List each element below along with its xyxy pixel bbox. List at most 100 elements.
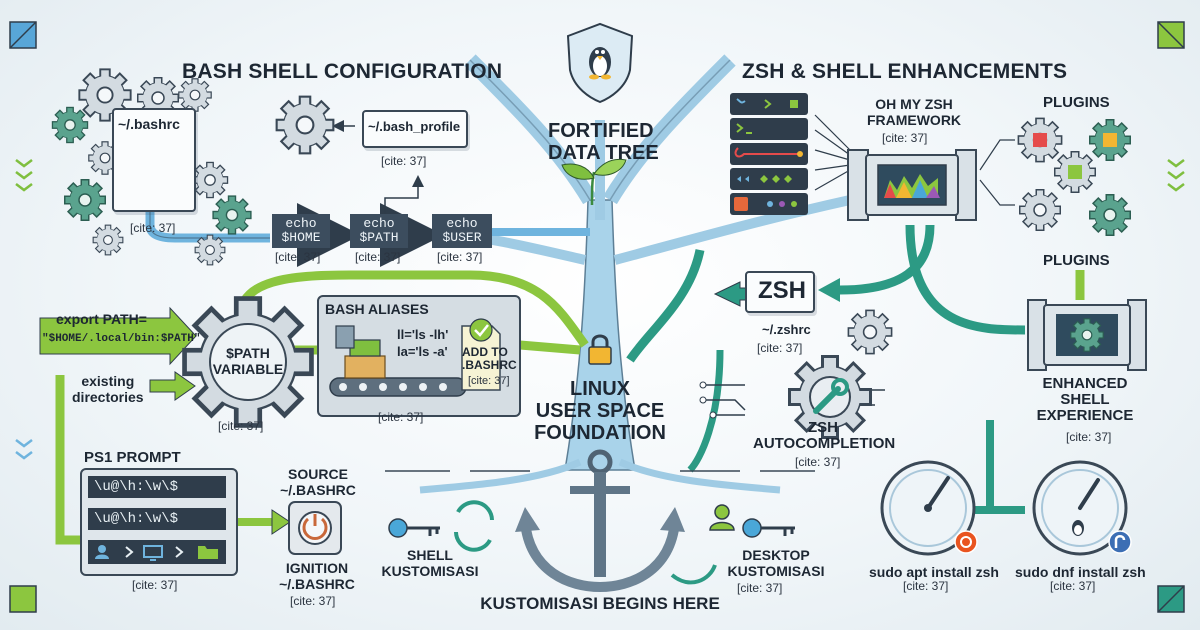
path-var-line1: $PATH [226, 345, 270, 361]
path-var-line2: VARIABLE [212, 361, 284, 377]
add-to-line2: .BASHRC [462, 358, 517, 372]
enhanced-shell-machine [1027, 299, 1147, 371]
cite-ps1: [cite: 37] [132, 578, 178, 592]
fortified-line2: DATA TREE [548, 142, 659, 164]
add-to-line1: ADD TO [462, 345, 508, 359]
foundation-title: LINUX USER SPACE FOUNDATION [520, 378, 680, 444]
source-bashrc-label: SOURCE ~/.BASHRC [278, 466, 358, 498]
ps1-prompt-title: PS1 PROMPT [84, 449, 181, 466]
desktop-kustomisasi-label: DESKTOP KUSTOMISASI [720, 547, 832, 579]
zshrc-label: ~/.zshrc [762, 322, 811, 337]
ohmyzsh-line1: OH MY ZSH [875, 96, 953, 112]
bashrc-box [112, 108, 196, 212]
echo-home-chip: echo $HOME [272, 214, 330, 248]
shell-k-line2: KUSTOMISASI [381, 563, 479, 579]
bashrc-label: ~/.bashrc [118, 116, 180, 132]
cite-enhanced-shell: [cite: 37] [1066, 430, 1112, 444]
cite-echo-home: [cite: 37] [275, 250, 321, 264]
cite-ohmyzsh: [cite: 37] [882, 131, 928, 145]
refresh-icon [454, 500, 717, 585]
alias-la: la='ls -a' [397, 344, 448, 359]
ignition-bashrc-label: IGNITION ~/.BASHRC [270, 560, 364, 592]
bash-profile-label: ~/.bash_profile [368, 119, 461, 134]
zsh-autocompletion-label: ZSH AUTOCOMPLETION [753, 419, 896, 452]
ps1-line1: \u@\h:\w\$ [88, 476, 226, 498]
cite-bash-profile: [cite: 37] [381, 154, 427, 168]
existing-directories: existing directories [72, 373, 144, 405]
enhanced-shell-label: ENHANCED SHELL EXPERIENCE [1030, 376, 1140, 424]
ubuntu-logo-icon [954, 530, 978, 554]
path-variable-label: $PATH VARIABLE [208, 345, 288, 377]
autocompletion-gear [788, 355, 872, 439]
dnf-install-label: sudo dnf install zsh [1015, 564, 1146, 580]
existing-line2: directories [72, 389, 144, 405]
echo-user-var: $USER [442, 230, 482, 245]
add-to-bashrc-label: ADD TO .BASHRC [462, 345, 517, 372]
ps1-prompt-panel: \u@\h:\w\$ \u@\h:\w\$ [80, 468, 238, 576]
ohmyzsh-machine [847, 149, 977, 221]
user-icon [709, 504, 735, 531]
desktop-k-line2: KUSTOMISASI [727, 563, 825, 579]
source-line1: SOURCE [288, 466, 348, 482]
cite-add-to-bashrc: [cite: 37] [468, 375, 510, 387]
autocomp-line1: ZSH [808, 419, 838, 436]
fedora-logo-icon [1108, 530, 1132, 554]
alias-ll: ll='ls -lh' [397, 327, 449, 342]
path-variable-gear [185, 299, 312, 426]
echo-user-chip: echo $USER [432, 214, 492, 248]
cite-autocompletion: [cite: 37] [795, 455, 841, 469]
ignition-line2: ~/.BASHRC [279, 576, 355, 592]
source-line2: ~/.BASHRC [280, 482, 356, 498]
enhanced-line2: SHELL [1060, 391, 1110, 408]
zsh-box-label: ZSH [758, 277, 806, 304]
tux-shield-icon [566, 22, 634, 104]
lock-icon [588, 334, 612, 365]
plugin-icons [1033, 133, 1117, 179]
shell-k-line1: SHELL [407, 547, 453, 563]
export-path-value: "$HOME/.local/bin:$PATH" [42, 333, 201, 345]
bash-aliases-title: BASH ALIASES [325, 301, 429, 317]
autocomp-line2: AUTOCOMPLETION [753, 435, 896, 452]
cite-bash-aliases: [cite: 37] [378, 410, 424, 424]
power-knob-icon [288, 501, 342, 555]
cite-bashrc: [cite: 37] [130, 221, 176, 235]
ohmyzsh-label: OH MY ZSH FRAMEWORK [858, 96, 970, 128]
corner-decoration [9, 21, 1185, 613]
cite-echo-user: [cite: 37] [437, 250, 483, 264]
echo-path-chip: echo $PATH [350, 214, 408, 248]
key-icon [388, 518, 795, 538]
bash-aliases-panel-bg [317, 295, 521, 417]
fortified-line1: FORTIFIED [548, 120, 654, 142]
plugins-title-mid: PLUGINS [1043, 252, 1110, 269]
enhanced-line1: ENHANCED [1042, 375, 1128, 392]
echo-path-cmd: echo [363, 216, 395, 231]
bash-section-title: BASH SHELL CONFIGURATION [182, 60, 503, 83]
sprout-icon [561, 158, 627, 206]
ps1-icon-bar [88, 540, 226, 564]
echo-home-var: $HOME [281, 230, 321, 245]
anchor-icon [515, 449, 685, 593]
ohmyzsh-line2: FRAMEWORK [866, 112, 962, 128]
echo-user-cmd: echo [446, 216, 478, 231]
cite-dnf: [cite: 37] [1050, 579, 1096, 593]
gauge-icon [880, 460, 1128, 556]
fortified-title: FORTIFIED DATA TREE [548, 120, 659, 164]
cite-apt: [cite: 37] [903, 579, 949, 593]
user-folder-icons [95, 545, 218, 561]
cite-desktop-kustomisasi: [cite: 37] [737, 581, 783, 595]
foundation-line3: FOUNDATION [534, 422, 666, 444]
apt-install-label: sudo apt install zsh [869, 564, 999, 580]
existing-line1: existing [81, 373, 135, 389]
foundation-line2: USER SPACE [535, 400, 665, 422]
zsh-box [745, 271, 815, 313]
ignition-line1: IGNITION [285, 560, 349, 576]
terminal-icon [730, 93, 808, 215]
ps1-line2: \u@\h:\w\$ [88, 508, 226, 530]
cite-zshrc: [cite: 37] [757, 341, 803, 355]
shell-kustomisasi-label: SHELL KUSTOMISASI [380, 547, 480, 579]
enhanced-line3: EXPERIENCE [1036, 407, 1134, 424]
bash-profile-box [362, 110, 468, 148]
desktop-k-line1: DESKTOP [742, 547, 810, 563]
foundation-line1: LINUX [570, 378, 630, 400]
